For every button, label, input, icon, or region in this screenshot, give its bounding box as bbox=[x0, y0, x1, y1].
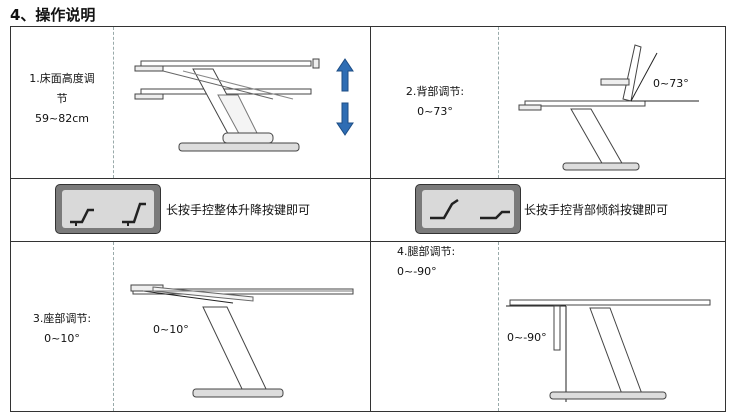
seat-illustration bbox=[130, 284, 354, 398]
leg-angle: 0~-90° bbox=[507, 331, 547, 344]
bed-height-label-line2: 节 bbox=[56, 92, 68, 105]
section-heading: 4、操作说明 bbox=[10, 6, 96, 24]
row-divider bbox=[11, 241, 725, 242]
column-divider bbox=[370, 27, 371, 411]
up-down-arrows-icon bbox=[336, 58, 354, 136]
backrest-label: 2.背部调节: 0~73° bbox=[371, 82, 499, 122]
backrest-illustration bbox=[518, 44, 699, 171]
cell-divider bbox=[498, 242, 499, 411]
leg-illustration bbox=[506, 299, 711, 402]
backrest-tilt-icon bbox=[430, 198, 510, 220]
backrest-remote-button-face bbox=[422, 190, 514, 228]
leg-label-line1: 4.腿部调节: bbox=[397, 245, 456, 258]
bed-height-illustration bbox=[134, 58, 320, 152]
backrest-label-line2: 0~73° bbox=[417, 105, 453, 118]
leg-label-line2: 0~-90° bbox=[397, 265, 437, 278]
backrest-label-line1: 2.背部调节: bbox=[405, 85, 465, 98]
leg-label: 4.腿部调节: 0~-90° bbox=[371, 242, 499, 282]
lift-chair-icon bbox=[70, 202, 146, 226]
bed-height-label: 1.床面高度调 节 59~82cm bbox=[11, 69, 113, 129]
seat-label-line2: 0~10° bbox=[44, 332, 80, 345]
seat-angle: 0~10° bbox=[153, 323, 189, 336]
lift-remote-button bbox=[55, 184, 161, 234]
lift-remote-button-face bbox=[62, 190, 154, 228]
cell-divider bbox=[113, 27, 114, 178]
seat-label: 3.座部调节: 0~10° bbox=[11, 309, 113, 349]
backrest-remote-button bbox=[415, 184, 521, 234]
backrest-instruction: 长按手控背部倾斜按键即可 bbox=[524, 203, 669, 217]
lift-instruction: 长按手控整体升降按键即可 bbox=[166, 203, 311, 217]
bed-height-label-line3: 59~82cm bbox=[35, 112, 89, 125]
bed-height-label-line1: 1.床面高度调 bbox=[29, 72, 95, 85]
seat-label-line1: 3.座部调节: bbox=[32, 312, 92, 325]
row-divider bbox=[11, 178, 725, 179]
cell-divider bbox=[113, 242, 114, 411]
cell-divider bbox=[498, 27, 499, 178]
instruction-table: 1.床面高度调 节 59~82cm 2.背部调节: 0~73° bbox=[10, 26, 726, 412]
backrest-angle: 0~73° bbox=[653, 77, 689, 90]
